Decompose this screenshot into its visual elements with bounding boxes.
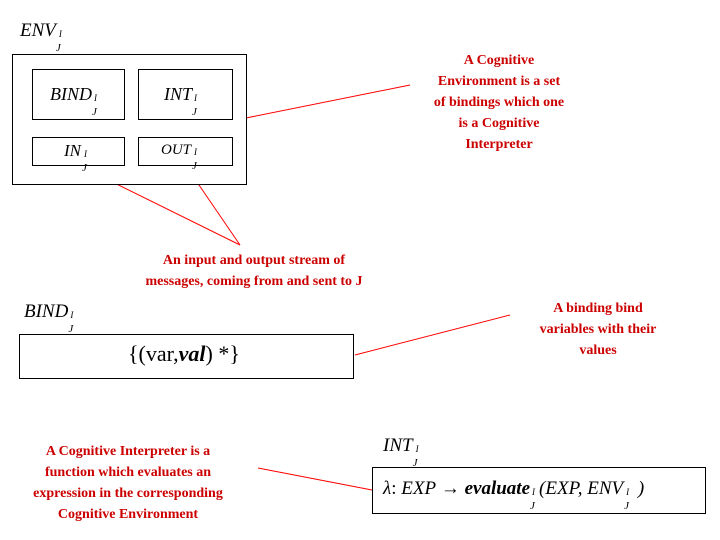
int-inner-label: INT I J xyxy=(164,84,198,118)
env-box: BIND I J INT I J IN I J OUT I J xyxy=(12,54,247,185)
bind-formula: {(var,val) *} xyxy=(128,341,240,366)
int-formula-box: λ: EXP → evaluate I J (EXP, ENV I J ) xyxy=(372,467,706,514)
connector-int xyxy=(257,467,373,491)
lambda-symbol: λ xyxy=(383,478,392,499)
annotation-cognitive-environment: A Cognitive Environment is a set of bind… xyxy=(433,53,565,152)
bind-title: BIND I J xyxy=(24,301,74,335)
env-title: ENV I J xyxy=(20,20,62,54)
int-formula: λ: EXP → evaluate I J (EXP, ENV I J ) xyxy=(383,478,645,512)
bind-formula-box: {(var,val) *} xyxy=(19,334,354,379)
out-inner-box: OUT I J xyxy=(138,137,233,172)
int-title: INT I J xyxy=(383,435,419,469)
out-inner-label: OUT I J xyxy=(161,142,198,172)
annotation-interpreter: A Cognitive Interpreter is a function wh… xyxy=(33,444,223,522)
in-inner-box: IN I J xyxy=(32,137,125,174)
int-inner-box: INT I J xyxy=(138,69,233,120)
in-inner-label: IN I J xyxy=(64,141,87,174)
connector-bind xyxy=(354,314,511,356)
connector-env xyxy=(245,84,411,119)
annotation-io-stream: An input and output stream of messages, … xyxy=(145,253,363,289)
bind-inner-box: BIND I J xyxy=(32,69,125,120)
annotation-binding: A binding bind variables with their valu… xyxy=(539,301,657,358)
bind-inner-label: BIND I J xyxy=(50,84,97,118)
